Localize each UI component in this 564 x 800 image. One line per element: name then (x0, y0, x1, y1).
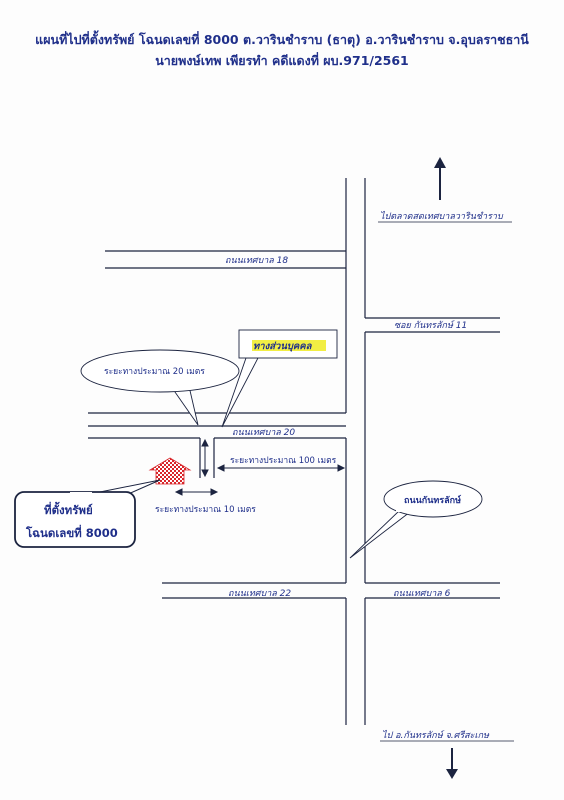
map-subtitle: นายพงษ์เทพ เพียรทำ คดีแดงที่ ผบ.971/2561 (155, 53, 409, 68)
property-callout: ที่ตั้งทรัพย์ โฉนดเลขที่ 8000 (14, 479, 161, 548)
label-distance-20m: ระยะทางประมาณ 20 เมตร (104, 367, 205, 377)
label-road22: ถนนเทศบาล 22 (228, 589, 291, 599)
label-distance-100m: ระยะทางประมาณ 100 เมตร (230, 456, 337, 466)
private-road-callout: ทางส่วนบุคคล (221, 329, 338, 428)
label-to-market: ไปตลาดสดเทศบาลวารินชำราบ (380, 210, 504, 222)
label-private-road: ทางส่วนบุคคล (253, 341, 313, 352)
label-distance-10m: ระยะทางประมาณ 10 เมตร (155, 505, 256, 515)
label-property: ที่ตั้งทรัพย์ (44, 501, 93, 517)
label-soi11: ซอย กันทรลักษ์ 11 (394, 320, 467, 331)
house-marker-icon (148, 457, 192, 485)
arrow-up-icon (434, 157, 446, 200)
kanthararak-road-callout: ถนนกันทรลักษ์ (349, 480, 483, 559)
arrow-down-icon (446, 748, 458, 779)
measure-arrows (174, 438, 346, 496)
label-road18: ถนนเทศบาล 18 (225, 256, 288, 266)
map-title: แผนที่ไปที่ตั้งทรัพย์ โฉนดเลขที่ 8000 ต.… (35, 32, 529, 47)
label-road20: ถนนเทศบาล 20 (232, 428, 295, 438)
road-network (88, 178, 500, 725)
label-to-kanthararak: ไป อ.กันทรลักษ์ จ.ศรีสะเกษ (382, 729, 490, 741)
label-kanthararak-road: ถนนกันทรลักษ์ (404, 494, 461, 506)
distance-20m-callout: ระยะทางประมาณ 20 เมตร (80, 349, 240, 426)
label-road6: ถนนเทศบาล 6 (393, 589, 451, 599)
label-deed-number: โฉนดเลขที่ 8000 (25, 524, 118, 540)
